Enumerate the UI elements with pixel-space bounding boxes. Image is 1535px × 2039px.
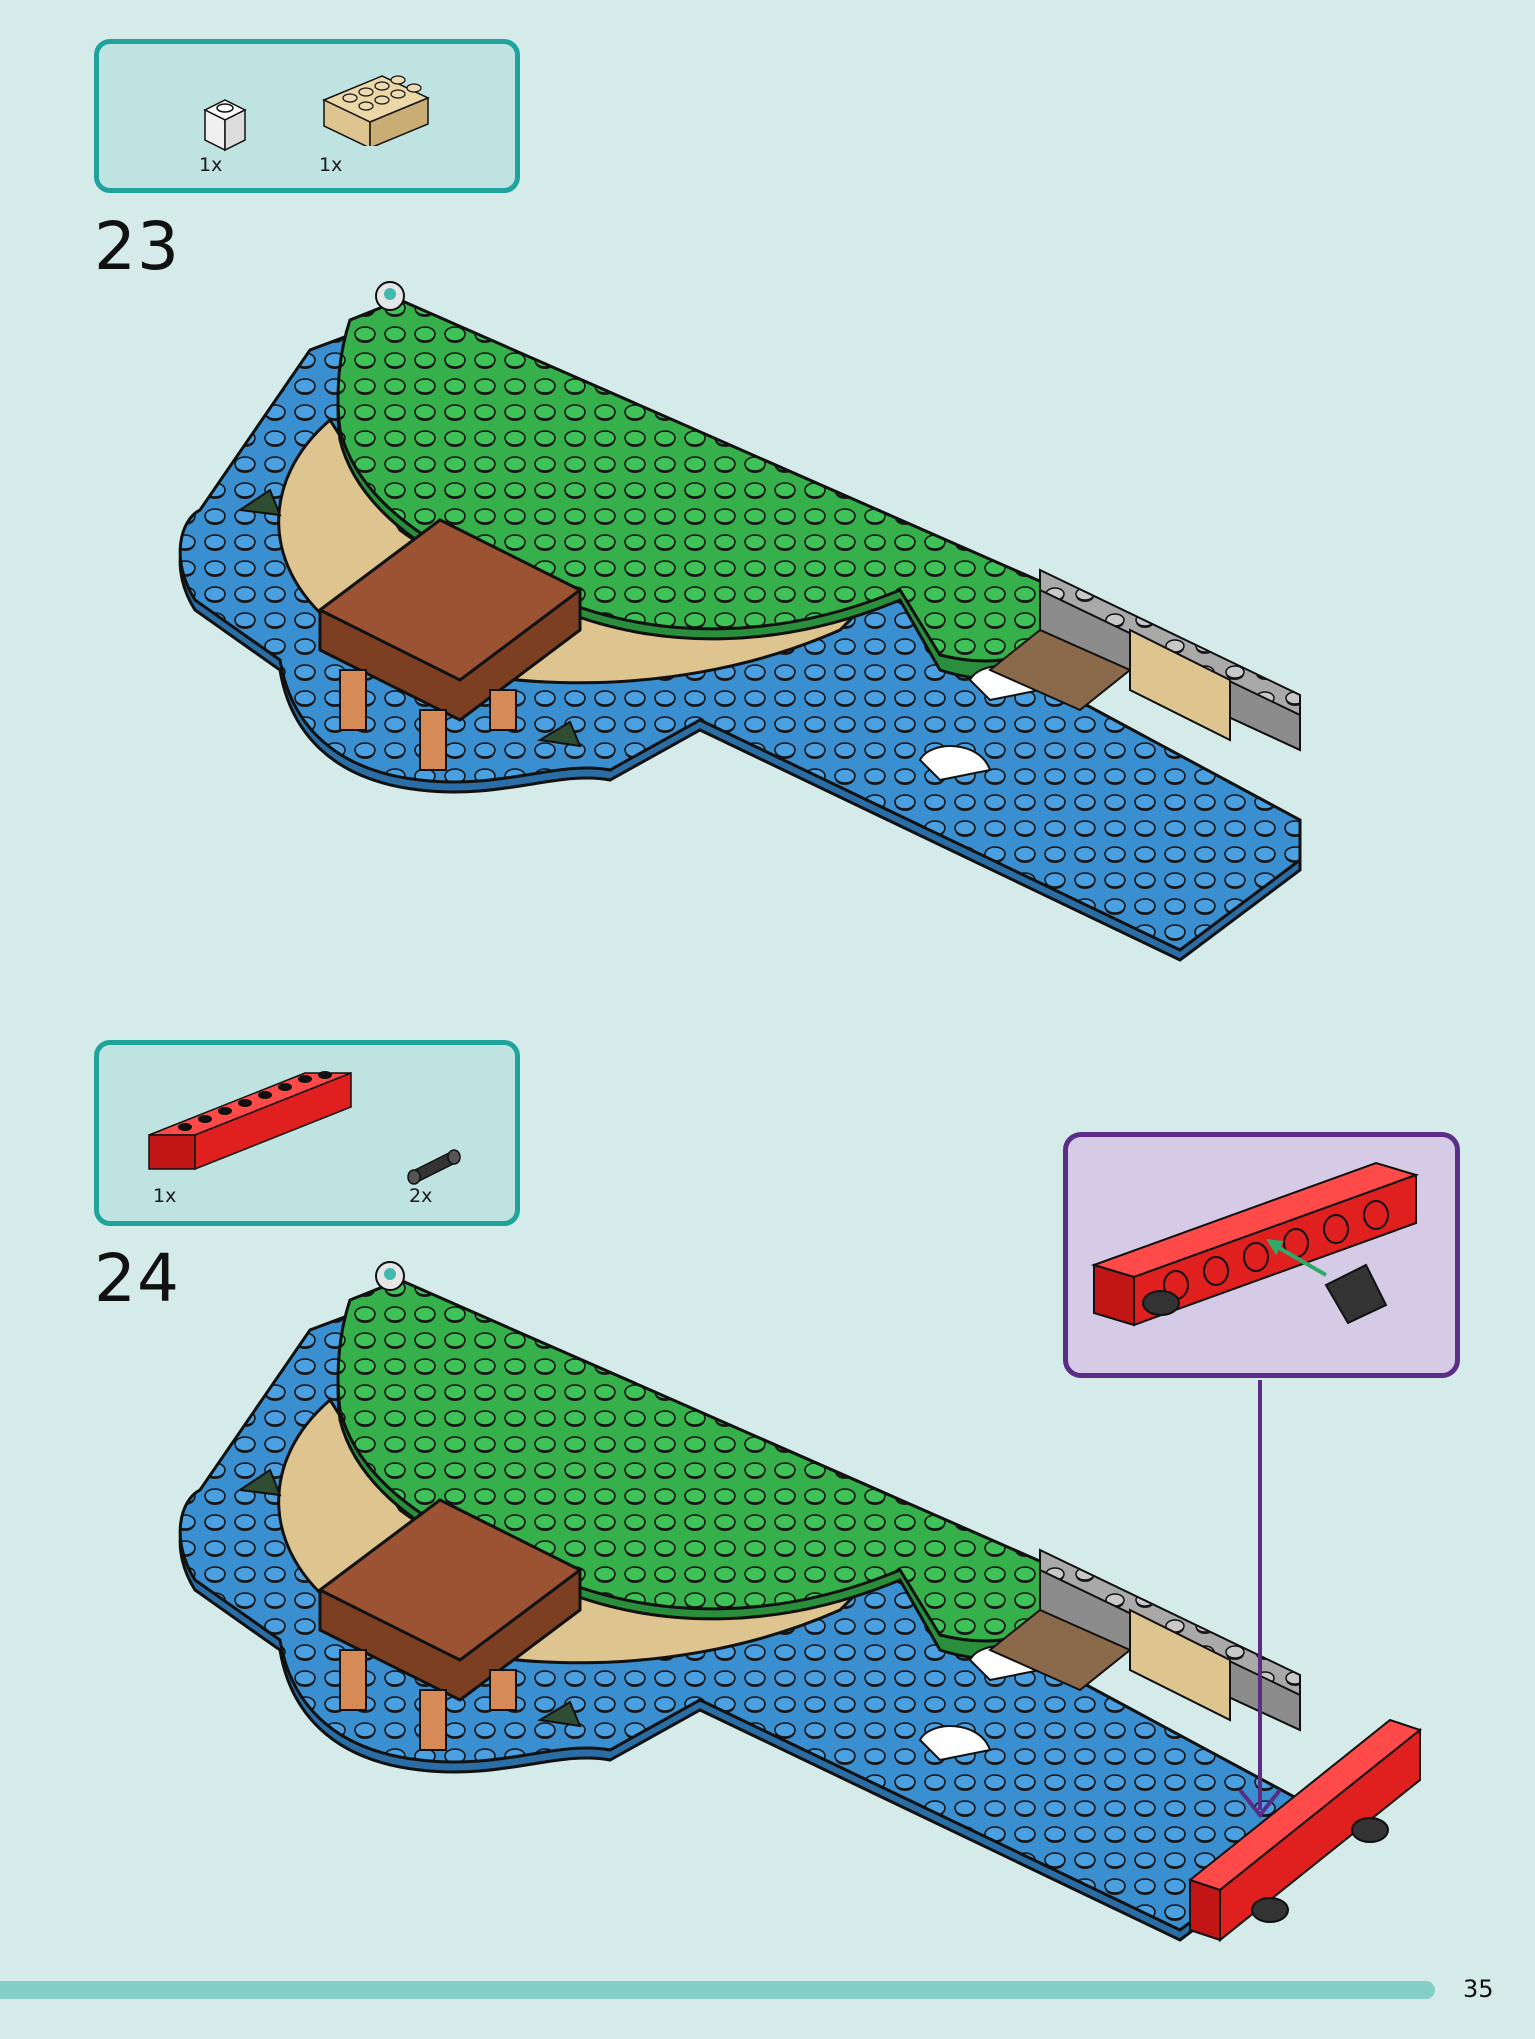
model-illustration-step-23 bbox=[178, 280, 1302, 962]
page-number: 35 bbox=[1463, 1975, 1494, 2003]
callout-pin-insertion bbox=[1063, 1132, 1460, 1378]
qty-red-technic-brick: 1x bbox=[153, 1185, 177, 1207]
parts-box-step-24: 1x 2x bbox=[94, 1040, 520, 1226]
qty-tan-brick: 1x bbox=[319, 154, 343, 176]
step-number-24: 24 bbox=[94, 1240, 180, 1317]
footer-bar bbox=[0, 1981, 1435, 1999]
black-technic-pin-icon bbox=[407, 1149, 461, 1185]
qty-white-brick: 1x bbox=[199, 154, 223, 176]
qty-black-technic-pin: 2x bbox=[409, 1185, 433, 1207]
tan-2x4-brick-icon bbox=[322, 75, 430, 146]
callout-illustration bbox=[1090, 1161, 1420, 1327]
white-1x1-brick-icon bbox=[203, 99, 247, 152]
step-number-23: 23 bbox=[94, 208, 180, 285]
red-technic-brick-attached bbox=[1187, 1718, 1423, 1943]
red-1x8-technic-brick-icon bbox=[148, 1071, 352, 1171]
model-illustration-step-24 bbox=[178, 1260, 1423, 1943]
parts-box-step-23: 1x 1x bbox=[94, 39, 520, 193]
